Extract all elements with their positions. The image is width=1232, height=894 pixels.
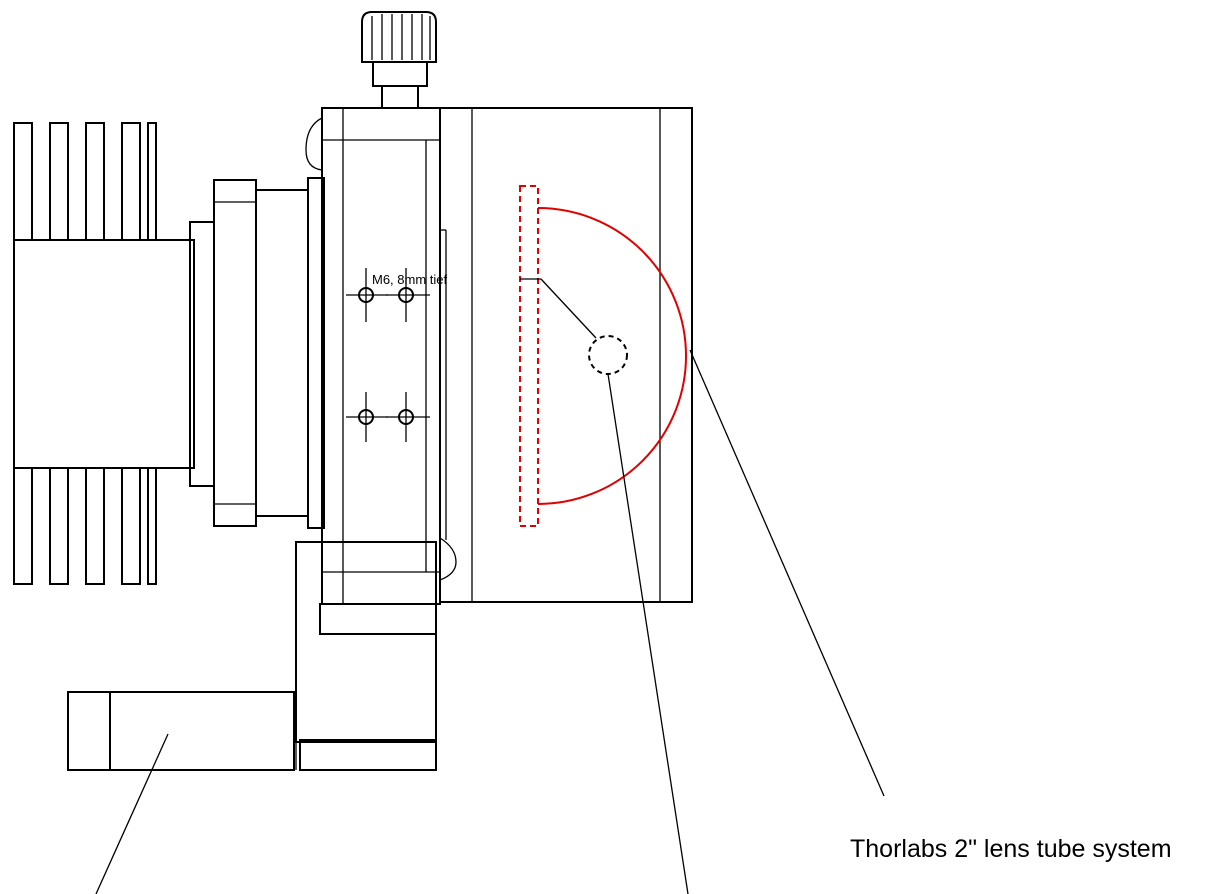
hole-bottom-left bbox=[346, 392, 388, 442]
leader-post-holder bbox=[95, 733, 169, 894]
heat-sink bbox=[13, 122, 195, 585]
tapped-hole-callout: M6, 8mm tief bbox=[372, 272, 628, 375]
lens-tube bbox=[439, 107, 693, 603]
post-holder bbox=[67, 541, 437, 771]
red-rotation-indicator bbox=[519, 185, 687, 527]
leader-lens-tube bbox=[689, 349, 885, 797]
tapped-hole-dashed bbox=[588, 335, 628, 375]
adjuster-knob bbox=[361, 11, 437, 109]
hole-bottom-right bbox=[386, 392, 430, 442]
red-dashed-slot bbox=[519, 185, 539, 527]
hole-top-left bbox=[346, 268, 388, 322]
red-semicircle-arc bbox=[537, 207, 687, 505]
adapter-flange bbox=[189, 177, 325, 529]
mount-body bbox=[305, 107, 457, 605]
leader-lines bbox=[95, 349, 885, 894]
hole-top-right bbox=[386, 268, 430, 322]
mounting-holes bbox=[346, 268, 430, 442]
lens-tube-label: Thorlabs 2" lens tube system bbox=[850, 835, 1172, 863]
thread-note-label: M6, 8mm tief bbox=[372, 272, 448, 287]
leader-tapped-hole bbox=[607, 373, 689, 894]
